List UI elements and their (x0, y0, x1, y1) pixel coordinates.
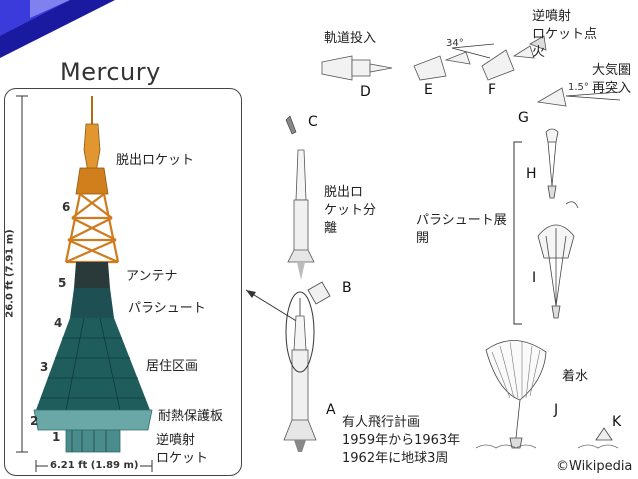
angle-label-g: 1.5° (568, 82, 589, 93)
step-letter-k: K (612, 414, 622, 430)
label-escape-rocket: 脱出ロケット (116, 153, 195, 168)
section-number: 6 (62, 200, 71, 214)
step-letter-f: F (488, 82, 497, 98)
launch-vehicle-c (285, 115, 315, 280)
main-chute-i (537, 201, 579, 319)
label-parachute: パラシュート (128, 301, 206, 316)
floating-capsule-k (595, 427, 613, 441)
image-credit: ©Wikipedia (556, 459, 633, 474)
orbit-sequence-d (321, 55, 393, 81)
height-dimension-line (16, 95, 28, 453)
booster-fragment-b (307, 281, 331, 305)
label-escape-separation: 脱出ロ ケット分 離 (324, 185, 377, 236)
section-number: 1 (52, 430, 61, 444)
label-splashdown: 着水 (562, 369, 589, 384)
corner-decoration-highlight (30, 0, 70, 18)
step-letter-j: J (554, 402, 559, 418)
drogue-chute-h (545, 128, 559, 199)
label-parachute-deploy: パラシュート展 開 (416, 213, 507, 246)
label-reentry: 大気圏 再突入 (592, 63, 632, 96)
pointer-arrowhead (246, 290, 256, 298)
step-letter-b: B (342, 280, 352, 296)
program-info: 有人飛行計画 1959年から1963年 1962年に地球3周 (342, 415, 461, 466)
parachute-bracket (513, 141, 522, 325)
capsule-photo-frame (4, 88, 242, 476)
section-number: 4 (54, 316, 63, 330)
height-dimension-label: 26.0 ft (7.91 m) (4, 229, 16, 318)
step-letter-d: D (360, 84, 371, 100)
splashdown-chute-j (485, 340, 547, 449)
label-heat-shield: 耐熱保護板 (158, 409, 224, 424)
step-letter-g: G (518, 110, 529, 126)
orbit-sequence-f (481, 35, 547, 81)
launch-vehicle-a (283, 291, 317, 452)
label-retro-rocket: 逆噴射 ロケット (156, 433, 209, 466)
section-number: 2 (30, 414, 39, 428)
label-retro-fire: 逆噴射 ロケット点 火 (532, 9, 598, 60)
pointer-arrow-line (245, 289, 299, 323)
width-dimension-label: 6.21 ft (1.89 m) (48, 460, 141, 471)
step-letter-e: E (424, 82, 433, 98)
water-surface (475, 444, 619, 449)
orbit-sequence-g (536, 87, 621, 107)
section-number: 3 (40, 360, 49, 374)
page-title: Mercury (60, 58, 161, 86)
mercury-capsule-illustration (33, 96, 153, 453)
step-letter-a: A (326, 402, 336, 418)
capsule-highlight-ellipse (285, 291, 315, 373)
label-orbit-insertion: 軌道投入 (324, 31, 377, 46)
step-letter-i: I (532, 270, 537, 286)
step-letter-h: H (526, 166, 537, 182)
label-antenna: アンテナ (126, 269, 178, 284)
angle-label-e: 34° (446, 38, 464, 49)
step-letter-c: C (308, 114, 318, 130)
label-living-area: 居住区画 (146, 359, 199, 374)
section-number: 5 (58, 276, 67, 290)
orbit-sequence-e (413, 43, 495, 81)
